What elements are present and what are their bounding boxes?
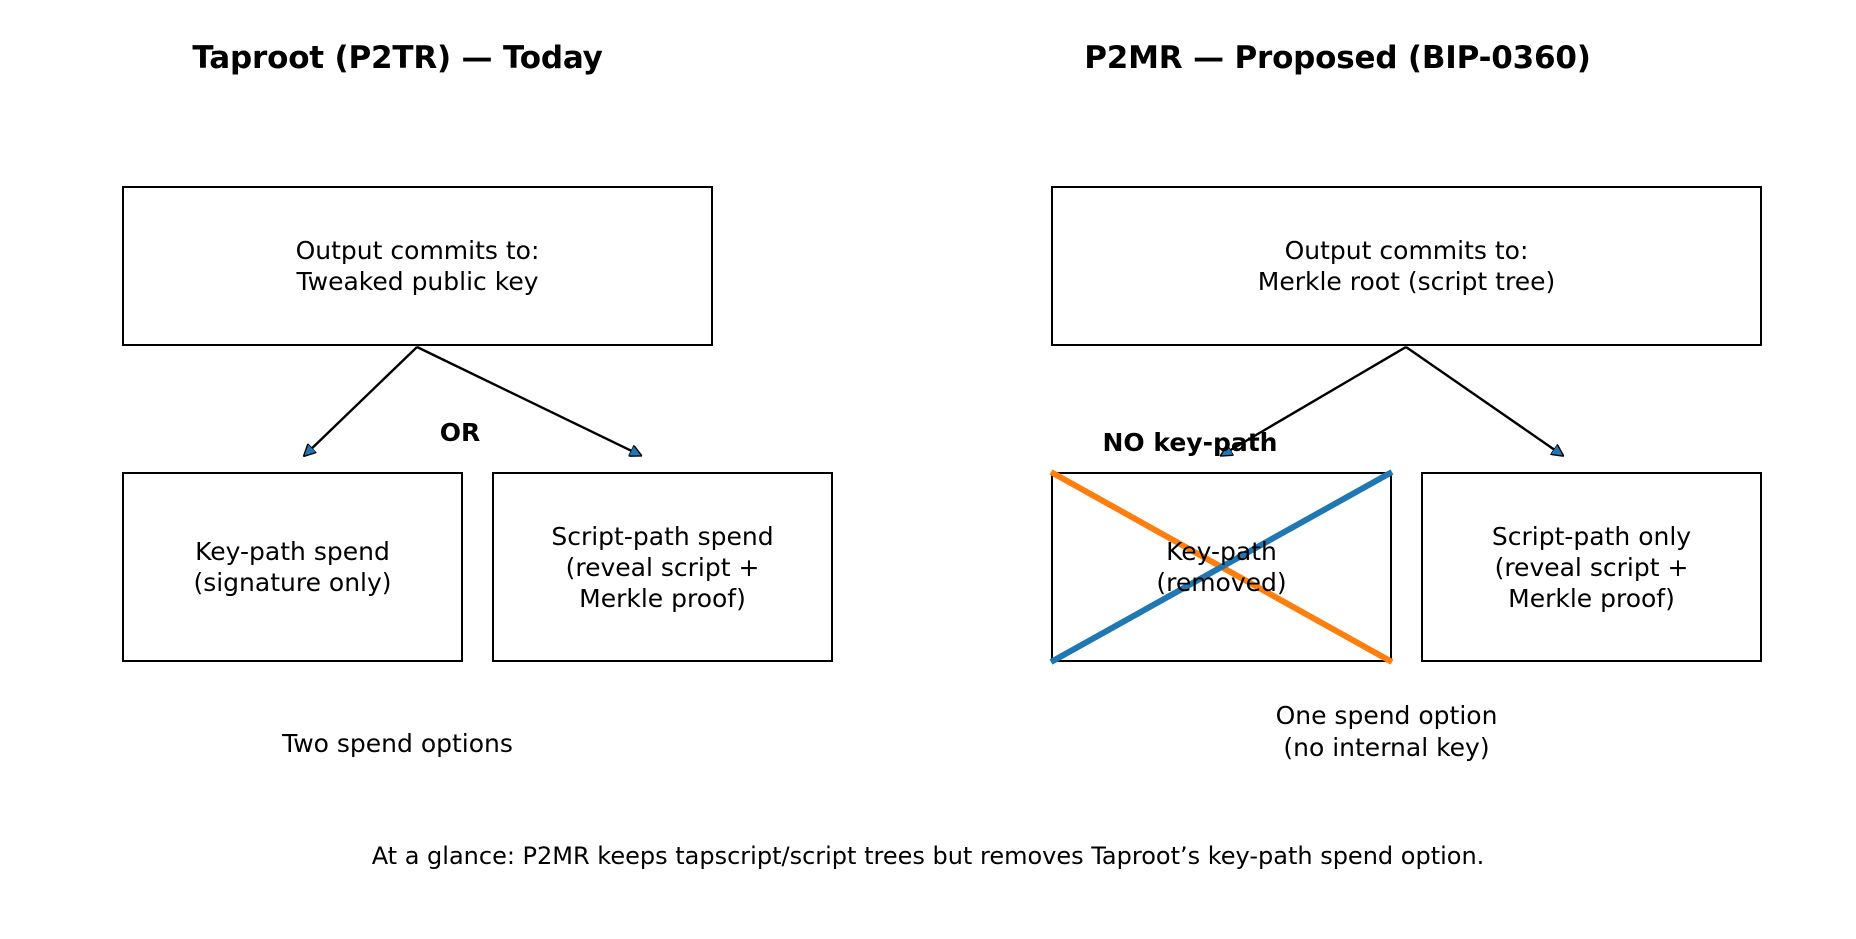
box-taproot-script-path-spend-label: Script-path spend (reveal script + Merkl… bbox=[551, 521, 774, 613]
box-taproot-output-commitment: Output commits to: Tweaked public key bbox=[122, 186, 713, 346]
box-p2mr-output-commitment: Output commits to: Merkle root (script t… bbox=[1051, 186, 1762, 346]
edge-left-root-to-keypath bbox=[305, 346, 418, 455]
box-taproot-output-commitment-label: Output commits to: Tweaked public key bbox=[295, 236, 540, 296]
figure-footnote: At a glance: P2MR keeps tapscript/script… bbox=[371, 842, 1485, 870]
box-taproot-key-path-spend: Key-path spend (signature only) bbox=[122, 472, 463, 662]
box-p2mr-key-path-removed: Key-path (removed) bbox=[1051, 472, 1392, 662]
left-panel-title: Taproot (P2TR) — Today bbox=[192, 40, 603, 76]
left-panel-caption: Two spend options bbox=[282, 729, 513, 758]
box-p2mr-script-path-only: Script-path only (reveal script + Merkle… bbox=[1421, 472, 1762, 662]
box-p2mr-output-commitment-label: Output commits to: Merkle root (script t… bbox=[1257, 236, 1556, 296]
box-p2mr-key-path-removed-label: Key-path (removed) bbox=[1156, 537, 1287, 597]
box-taproot-key-path-spend-label: Key-path spend (signature only) bbox=[193, 537, 392, 597]
box-taproot-script-path-spend: Script-path spend (reveal script + Merkl… bbox=[492, 472, 833, 662]
right-panel-title: P2MR — Proposed (BIP-0360) bbox=[1084, 40, 1591, 76]
right-panel-caption: One spend option (no internal key) bbox=[1275, 701, 1498, 762]
edge-right-root-to-scriptpath bbox=[1405, 346, 1562, 455]
box-p2mr-script-path-only-label: Script-path only (reveal script + Merkle… bbox=[1491, 521, 1692, 613]
edge-label-or: OR bbox=[439, 418, 481, 447]
edge-label-no-key-path: NO key-path bbox=[1102, 428, 1278, 457]
